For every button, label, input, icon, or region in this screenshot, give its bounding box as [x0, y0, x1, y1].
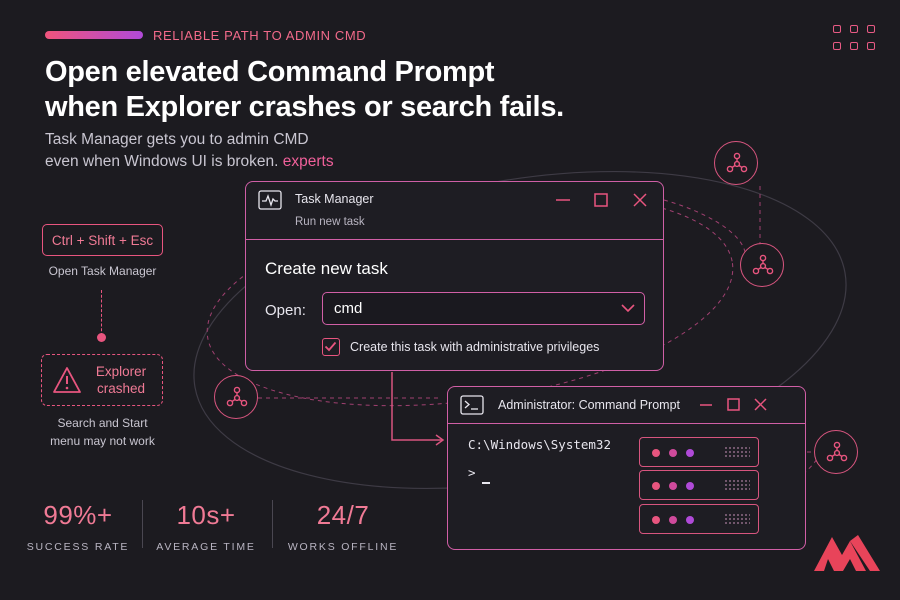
- network-node-icon: [814, 430, 858, 474]
- stat-label: SUCCESS RATE: [26, 541, 130, 553]
- subtitle-line-1: Task Manager gets you to admin CMD: [45, 131, 309, 148]
- task-manager-header: Task Manager Run new task: [246, 182, 663, 240]
- admin-privileges-checkbox[interactable]: [322, 338, 340, 356]
- keyboard-shortcut: Ctrl + Shift + Esc: [42, 224, 163, 256]
- command-prompt-header: Administrator: Command Prompt: [448, 387, 805, 424]
- stat-value: 10s+: [176, 500, 236, 530]
- open-label: Open:: [265, 302, 306, 319]
- flow-dot: [97, 333, 106, 342]
- open-command-input[interactable]: [322, 292, 645, 325]
- experts-link[interactable]: experts: [282, 153, 334, 170]
- task-manager-dialog: Task Manager Run new task Create new tas…: [245, 181, 664, 371]
- network-node-icon: [714, 141, 758, 185]
- stat-label: WORKS OFFLINE: [287, 541, 399, 553]
- checkmark-icon: [324, 341, 337, 352]
- shortcut-caption: Open Task Manager: [48, 264, 157, 278]
- maximize-icon[interactable]: [591, 191, 611, 209]
- maximize-icon[interactable]: [723, 396, 743, 414]
- headline: Open elevated Command Prompt when Explor…: [45, 55, 605, 125]
- grid-dots-icon: [833, 25, 879, 51]
- accent-bar: [45, 31, 143, 39]
- subtitle: Task Manager gets you to admin CMD even …: [45, 129, 405, 173]
- subtitle-line-2-text: even when Windows UI is broken.: [45, 153, 279, 170]
- network-node-icon: [214, 375, 258, 419]
- admin-privileges-label[interactable]: Create this task with administrative pri…: [350, 340, 600, 354]
- crash-caption: Search and Start menu may not work: [30, 414, 175, 450]
- stat-divider: [142, 500, 143, 548]
- minimize-icon[interactable]: [696, 396, 716, 414]
- close-icon[interactable]: [750, 396, 770, 414]
- task-manager-title: Task Manager: [295, 192, 374, 206]
- command-prompt-path: C:\Windows\System32: [468, 437, 611, 452]
- close-icon[interactable]: [630, 191, 650, 209]
- headline-line-1: Open elevated Command Prompt: [45, 56, 495, 88]
- flow-connector: [101, 290, 102, 336]
- network-node-icon: [740, 243, 784, 287]
- headline-line-2: when Explorer crashes or search fails.: [45, 91, 564, 123]
- warning-triangle-icon: [53, 367, 81, 393]
- chevron-down-icon[interactable]: [620, 302, 636, 314]
- crash-line-2: crashed: [96, 381, 146, 396]
- explorer-crashed-box: Explorer crashed: [41, 354, 163, 406]
- stat-works-offline: 24/7 WORKS OFFLINE: [278, 500, 408, 553]
- stat-divider: [272, 500, 273, 548]
- terminal-icon: [460, 395, 484, 415]
- brand-logo: [814, 535, 880, 571]
- task-manager-subtitle: Run new task: [295, 216, 365, 228]
- minimize-icon[interactable]: [553, 191, 573, 209]
- stat-value: 99%+: [43, 500, 113, 530]
- stat-success-rate: 99%+ SUCCESS RATE: [13, 500, 143, 553]
- subtitle-line-2: even when Windows UI is broken. experts: [45, 151, 405, 173]
- server-icon: [639, 437, 759, 467]
- stat-average-time: 10s+ AVERAGE TIME: [141, 500, 271, 553]
- crash-caption-line-2: menu may not work: [50, 434, 155, 448]
- stat-label: AVERAGE TIME: [156, 541, 256, 553]
- server-icon: [639, 504, 759, 534]
- command-prompt-caret: >: [468, 465, 476, 480]
- server-icon: [639, 470, 759, 500]
- text-cursor: [482, 482, 490, 484]
- crash-line-1: Explorer: [95, 364, 147, 379]
- create-task-heading: Create new task: [265, 259, 388, 278]
- command-prompt-title: Administrator: Command Prompt: [498, 398, 681, 412]
- explorer-crashed-text: Explorer crashed: [88, 363, 154, 397]
- stat-value: 24/7: [316, 500, 370, 530]
- pulse-monitor-icon: [258, 190, 282, 210]
- crash-caption-line-1: Search and Start: [57, 416, 148, 430]
- eyebrow-label: RELIABLE PATH TO ADMIN CMD: [153, 28, 367, 43]
